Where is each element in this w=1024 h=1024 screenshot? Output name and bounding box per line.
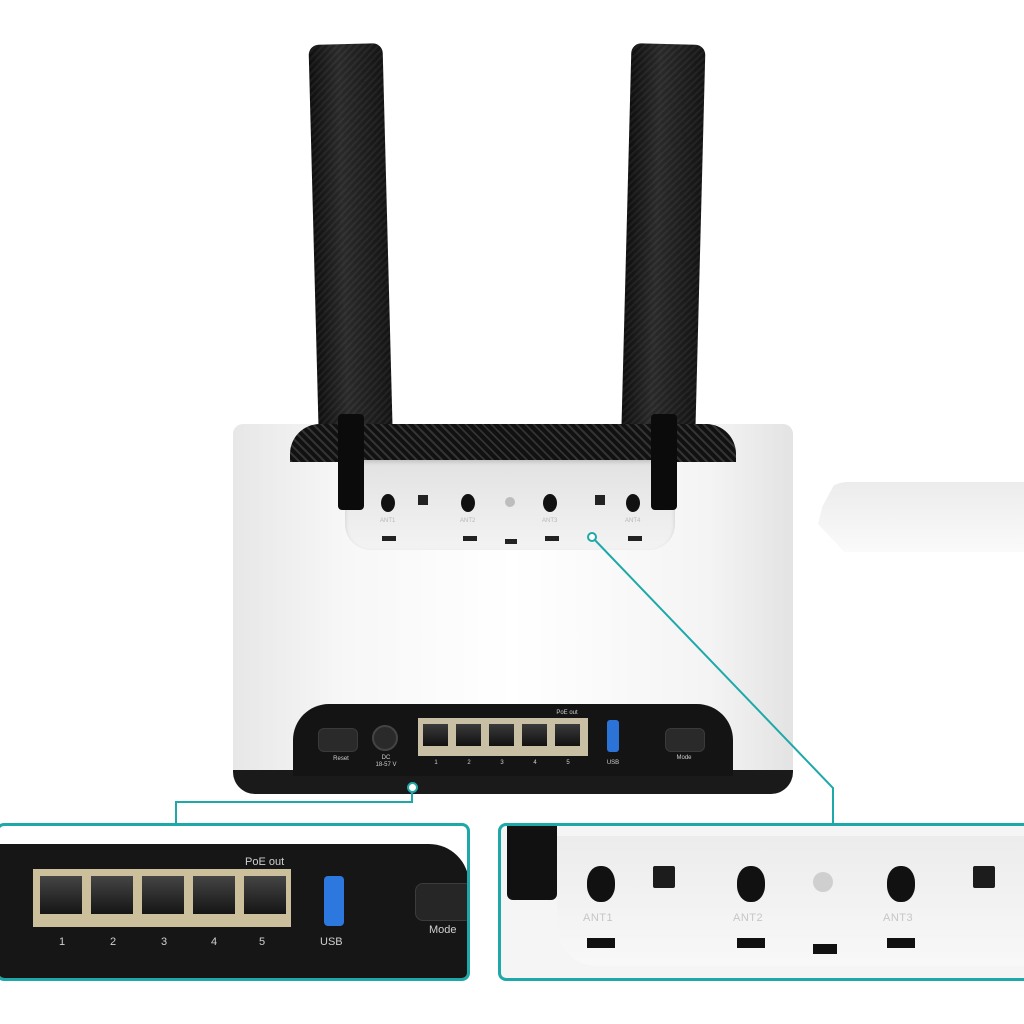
zoom-antenna-hinge <box>507 826 557 900</box>
slot <box>463 536 477 541</box>
zoom-slot <box>587 938 615 948</box>
zoom-mode-label: Mode <box>429 924 457 936</box>
zoom-ethernet-port-1[interactable] <box>37 873 85 917</box>
removable-cover <box>818 482 1024 552</box>
slot <box>545 536 559 541</box>
reset-label: Reset <box>333 756 349 762</box>
port-number-3: 3 <box>500 760 504 766</box>
poe-out-label: PoE out <box>556 710 578 716</box>
zoom-slot <box>737 938 765 948</box>
screw-hole <box>595 495 605 505</box>
dc-jack[interactable] <box>372 725 398 751</box>
port-number-1: 1 <box>434 760 438 766</box>
zoom-port-number-1: 1 <box>59 936 66 948</box>
dc-label: DC <box>381 755 391 761</box>
screw-hole <box>418 495 428 505</box>
callout-line <box>175 801 413 803</box>
zoom-slot <box>813 944 837 954</box>
mode-button[interactable] <box>665 728 705 752</box>
center-button <box>505 497 515 507</box>
zoom-port-number-3: 3 <box>161 936 168 948</box>
zoom-ant3-label: ANT3 <box>883 912 914 924</box>
left-antenna-hinge <box>338 414 364 510</box>
zoom-port-number-4: 4 <box>211 936 218 948</box>
callout-line <box>411 786 413 802</box>
ant2-connector <box>461 494 475 512</box>
zoom-ethernet-port-5[interactable] <box>241 873 289 917</box>
ant1-label: ANT1 <box>380 518 396 524</box>
zoom-ant1-connector <box>587 866 615 902</box>
dc-voltage-label: 18-57 V <box>375 762 397 768</box>
zoom-ant2-connector <box>737 866 765 902</box>
right-antenna <box>620 43 706 465</box>
zoom-ethernet-port-4[interactable] <box>190 873 238 917</box>
ant3-connector <box>543 494 557 512</box>
mode-label: Mode <box>676 755 692 761</box>
reset-button[interactable] <box>318 728 358 752</box>
callout-dot <box>407 782 418 793</box>
zoom-usb-port[interactable] <box>324 876 344 926</box>
zoom-port-number-5: 5 <box>259 936 266 948</box>
ethernet-port-1[interactable] <box>421 722 450 748</box>
zoom-screw-hole <box>973 866 995 888</box>
ant2-label: ANT2 <box>460 518 476 524</box>
zoom-ethernet-port-3[interactable] <box>139 873 187 917</box>
zoom-ant1-label: ANT1 <box>583 912 614 924</box>
ethernet-port-5[interactable] <box>553 722 582 748</box>
slot <box>382 536 396 541</box>
slot <box>505 539 517 544</box>
port-number-2: 2 <box>467 760 471 766</box>
zoom-recess-edge <box>557 836 1024 966</box>
left-antenna <box>308 43 394 465</box>
zoom-slot <box>887 938 915 948</box>
ethernet-port-4[interactable] <box>520 722 549 748</box>
zoom-ant2-label: ANT2 <box>733 912 764 924</box>
ant3-label: ANT3 <box>542 518 558 524</box>
usb-label: USB <box>606 760 620 766</box>
port-number-4: 4 <box>533 760 537 766</box>
antenna-callout-line <box>587 532 834 824</box>
zoom-ethernet-port-2[interactable] <box>88 873 136 917</box>
usb-port[interactable] <box>607 720 619 752</box>
ethernet-port-3[interactable] <box>487 722 516 748</box>
ant1-connector <box>381 494 395 512</box>
ant4-connector <box>626 494 640 512</box>
right-antenna-hinge <box>651 414 677 510</box>
zoom-port-number-2: 2 <box>110 936 117 948</box>
zoom-ant3-connector <box>887 866 915 902</box>
zoom-center-button <box>813 872 833 892</box>
port-number-5: 5 <box>566 760 570 766</box>
zoom-poe-out-label: PoE out <box>245 856 285 868</box>
slot <box>628 536 642 541</box>
zoom-usb-label: USB <box>320 936 343 948</box>
antenna-zoom-panel: ANT1 ANT2 ANT3 <box>498 823 1024 981</box>
callout-line <box>175 801 177 824</box>
zoom-screw-hole <box>653 866 675 888</box>
ant4-label: ANT4 <box>625 518 641 524</box>
ports-zoom-panel: PoE out 1 2 3 4 5 USB Mode <box>0 823 470 981</box>
zoom-mode-button[interactable] <box>415 883 467 921</box>
ethernet-port-2[interactable] <box>454 722 483 748</box>
